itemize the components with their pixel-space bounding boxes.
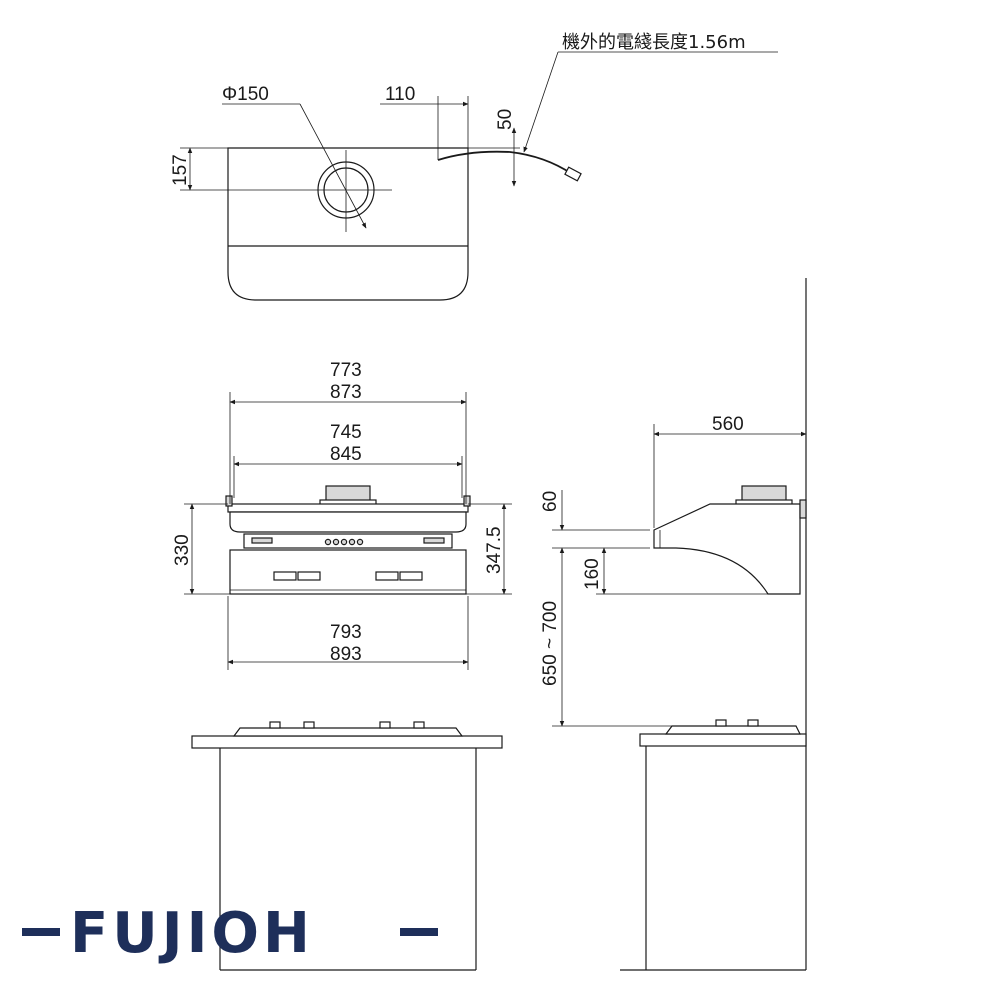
- cord-plug: [564, 166, 582, 182]
- front-lower-chamber: [229, 549, 467, 595]
- top-view-outline: [227, 147, 469, 301]
- cord-note-leader: [523, 51, 559, 153]
- front-burner-4: [413, 721, 425, 729]
- button-2: [332, 538, 340, 546]
- dim-160-label: 160: [582, 558, 603, 590]
- side-hood-profile: [653, 503, 801, 595]
- width-top-a-label: 773: [330, 360, 362, 381]
- button-1: [324, 538, 332, 546]
- front-body-top: [227, 503, 469, 513]
- dim-110-label: 110: [385, 84, 415, 105]
- width-bot-a-label: 793: [330, 622, 362, 643]
- brand-logo: FUJIOH: [22, 901, 438, 966]
- side-burner-b: [747, 719, 759, 727]
- logo-dash-right: [400, 928, 438, 936]
- side-counter-top: [639, 733, 807, 747]
- power-cord: [437, 150, 573, 175]
- height-347-label: 347.5: [484, 526, 505, 574]
- brand-name: FUJIOH: [70, 901, 314, 966]
- front-view: 773 873 745 845 793 893 330 347.5: [172, 360, 512, 670]
- front-burner-1: [269, 721, 281, 729]
- button-3: [340, 538, 348, 546]
- width-mid-a-label: 745: [330, 422, 362, 443]
- duct-diameter-label: Φ150: [222, 84, 269, 105]
- front-counter-top: [191, 735, 503, 749]
- front-burner-3: [379, 721, 391, 729]
- front-buttons: [324, 538, 364, 546]
- side-wall-bracket: [799, 499, 807, 519]
- front-counter: [191, 721, 503, 971]
- logo-dash-left: [22, 928, 60, 936]
- button-5: [356, 538, 364, 546]
- cord-length-note: 機外的電綫長度1.56m: [562, 32, 746, 53]
- filter-handle-left-b: [297, 571, 321, 581]
- duct-dia-leader: [299, 103, 367, 229]
- filter-handle-left-a: [273, 571, 297, 581]
- front-control-panel: [243, 533, 453, 549]
- width-top-b-label: 873: [330, 382, 362, 403]
- front-body-canopy: [229, 511, 467, 533]
- front-burner-2: [303, 721, 315, 729]
- front-light-right: [423, 537, 445, 544]
- side-burner-a: [715, 719, 727, 727]
- height-330-label: 330: [172, 534, 193, 566]
- top-view: Φ150 157 110 50 機外的電綫長度1.56m: [170, 32, 778, 301]
- front-light-left: [251, 537, 273, 544]
- install-height-label: 650 ~ 700: [540, 601, 561, 686]
- side-cooktop: [664, 725, 801, 735]
- dim-157-label: 157: [170, 154, 191, 186]
- depth-560-label: 560: [712, 414, 744, 435]
- filter-handle-right-a: [375, 571, 399, 581]
- side-view: 560 60 160 650 ~ 700: [540, 278, 807, 971]
- width-mid-b-label: 845: [330, 444, 362, 465]
- button-4: [348, 538, 356, 546]
- filter-handle-right-b: [399, 571, 423, 581]
- dim-50-label: 50: [495, 109, 516, 130]
- side-clip-right: [463, 495, 471, 507]
- width-bot-b-label: 893: [330, 644, 362, 665]
- dim-60-label: 60: [540, 491, 561, 512]
- front-cooktop: [232, 727, 464, 737]
- side-clip-left: [225, 495, 233, 507]
